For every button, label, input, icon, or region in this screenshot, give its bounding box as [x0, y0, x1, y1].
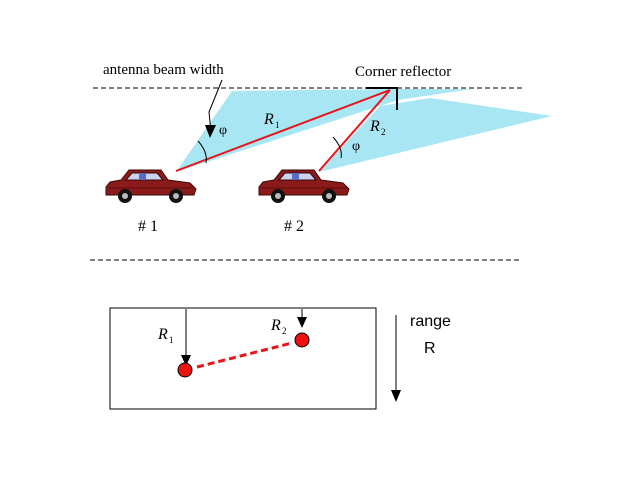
range-display-box — [109, 307, 377, 410]
plot-label-r2: R 2 — [270, 317, 287, 336]
angle-arc-phi-1 — [197, 140, 207, 164]
plot-arrow-r2 — [297, 309, 307, 328]
range-axis-symbol: R — [424, 340, 436, 357]
range-label-r1-main: R — [263, 111, 274, 128]
antenna-beam-car-1 — [176, 89, 472, 172]
car-1-label: # 1 — [138, 218, 158, 235]
angle-label-phi-2: φ — [352, 139, 360, 154]
plot-label-r2-sub: 2 — [282, 326, 287, 336]
target-separation-line — [196, 341, 293, 369]
range-label-r2: R 2 — [369, 118, 386, 137]
range-label-r2-main: R — [369, 118, 380, 135]
range-label-r1-sub: 1 — [275, 120, 280, 130]
angle-arc-phi-2 — [332, 136, 342, 159]
corner-reflector-label: Corner reflector — [355, 64, 451, 80]
range-line-r1 — [175, 89, 391, 172]
plot-label-r1-sub: 1 — [169, 335, 174, 345]
plot-label-r2-main: R — [270, 317, 281, 334]
range-line-r2 — [318, 89, 391, 172]
car-icon — [258, 169, 350, 203]
range-axis-label: range — [410, 313, 451, 330]
car-2-label: # 2 — [284, 218, 304, 235]
range-axis-arrow — [391, 315, 401, 402]
angle-label-phi-1: φ — [219, 123, 227, 138]
range-label-r2-sub: 2 — [381, 127, 386, 137]
plot-label-r1-main: R — [157, 326, 168, 343]
corner-reflector-icon — [366, 87, 398, 110]
car-icon — [105, 169, 197, 203]
target-dot-2 — [294, 332, 310, 348]
antenna-beam-car-2 — [319, 98, 552, 172]
range-label-r1: R 1 — [263, 111, 280, 130]
target-dot-1 — [177, 362, 193, 378]
beam-width-label: antenna beam width — [103, 62, 224, 78]
beam-width-arrow — [205, 79, 223, 138]
plot-label-r1: R 1 — [157, 326, 174, 345]
plot-arrow-r1 — [181, 309, 191, 366]
